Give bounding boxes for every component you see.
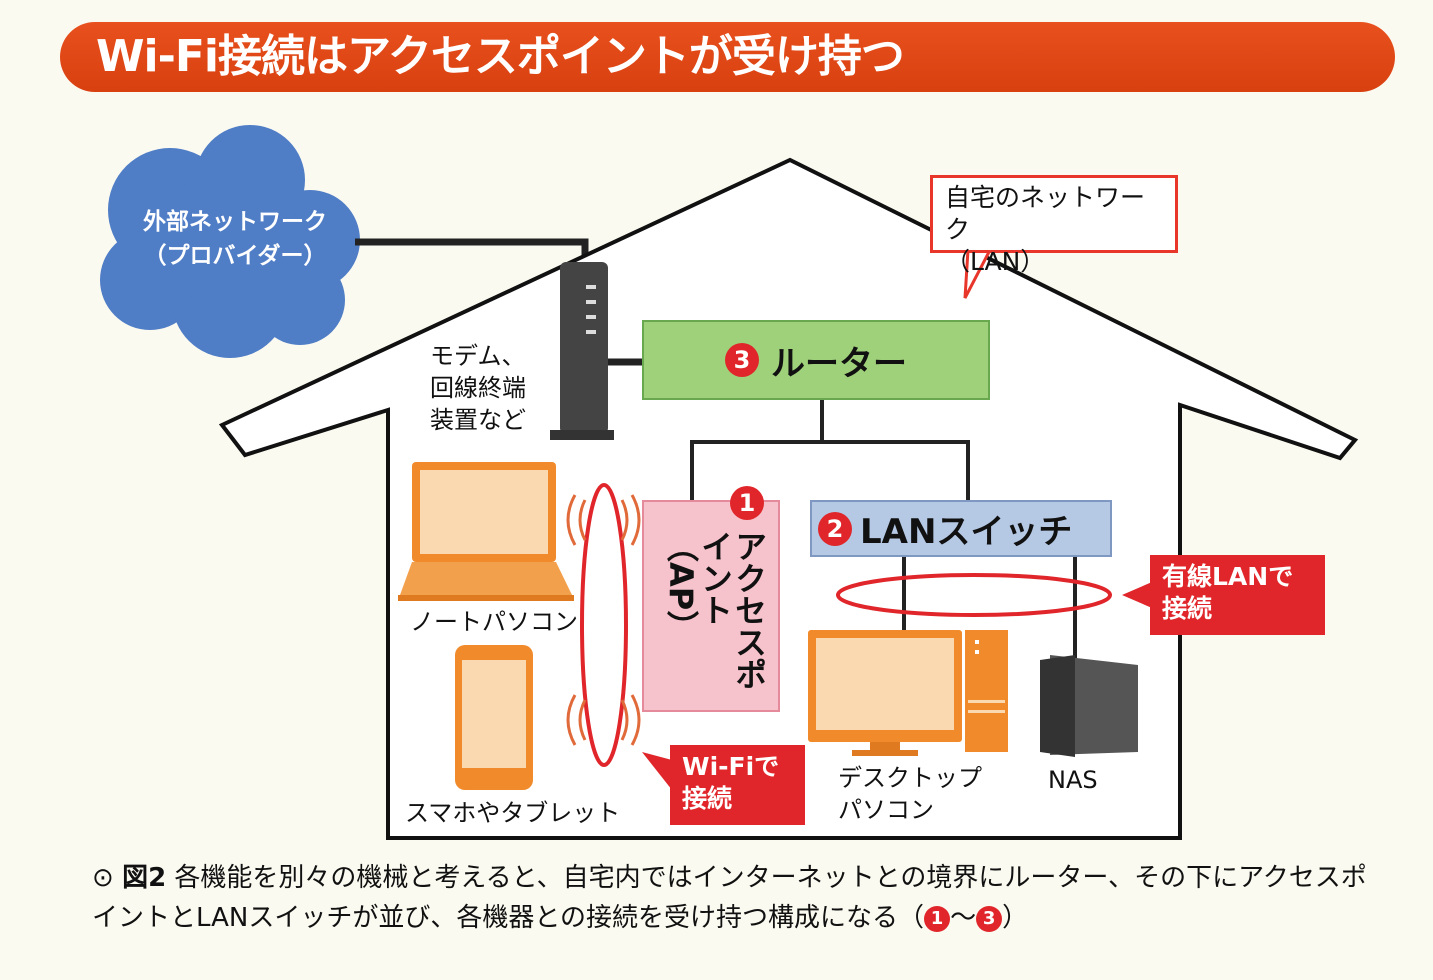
wifi-callout-line1: Wi-Fiで: [682, 752, 780, 781]
modem-label-line1: モデム、: [430, 342, 526, 370]
switch-label: LANスイッチ: [860, 512, 1073, 552]
wifi-callout: Wi-Fiで 接続: [670, 745, 805, 825]
desktop-label-line2: パソコン: [838, 796, 934, 824]
wired-callout: 有線LANで 接続: [1150, 555, 1325, 635]
cloud-line2: （プロバイダー）: [143, 243, 327, 269]
caption-text: 各機能を別々の機械と考えると、自宅内ではインターネットとの境界にルーター、その下…: [92, 863, 1367, 933]
modem-label: モデム、 回線終端 装置など: [430, 340, 526, 436]
internet-cable: [355, 238, 589, 262]
desktop-label-line1: デスクトップ: [838, 764, 982, 792]
router-label: ルーター: [771, 343, 907, 384]
modem-label-line3: 装置など: [430, 406, 526, 434]
smartphone-icon: [455, 645, 533, 790]
switch-number-badge: 2: [818, 511, 852, 546]
caption-arrow-icon: ⊙: [92, 863, 114, 893]
access-point-box: 1 アクセスポイント（AP）: [642, 486, 780, 712]
laptop-icon: [398, 462, 574, 601]
wired-callout-line2: 接続: [1162, 594, 1213, 623]
modem-label-line2: 回線終端: [430, 374, 526, 402]
ap-label: アクセスポイント（AP）: [662, 530, 768, 690]
nas-label: NAS: [1048, 766, 1098, 794]
caption-num-start: 1: [924, 905, 951, 932]
caption-range-sep: ～: [950, 903, 977, 933]
desktop-label: デスクトップ パソコン: [838, 762, 982, 826]
router-number-badge: 3: [725, 343, 759, 377]
nas-icon: [1040, 655, 1138, 757]
ap-number-badge: 1: [730, 486, 764, 520]
page-title: Wi-Fi接続はアクセスポイントが受け持つ: [60, 22, 1395, 92]
caption-close: ）: [1002, 903, 1029, 933]
phone-label: スマホやタブレット: [405, 799, 621, 827]
lan-bubble-line1: 自宅のネットワーク: [945, 183, 1146, 244]
figure-caption: ⊙ 図2 各機能を別々の機械と考えると、自宅内ではインターネットとの境界にルータ…: [92, 858, 1392, 938]
lan-switch-box: 2 LANスイッチ: [810, 500, 1112, 557]
laptop-label: ノートパソコン: [410, 608, 578, 636]
wifi-waves-icon: [566, 494, 641, 746]
figure-number: 図2: [122, 863, 167, 893]
wifi-ellipse: [580, 483, 628, 767]
lan-bubble-line2: （LAN）: [945, 247, 1046, 276]
wifi-callout-line2: 接続: [682, 784, 733, 813]
external-network-label: 外部ネットワーク （プロバイダー）: [125, 205, 345, 273]
caption-num-end: 3: [976, 905, 1003, 932]
router-box: 3 ルーター: [642, 320, 990, 400]
cloud-line1: 外部ネットワーク: [143, 209, 327, 235]
modem-icon: [550, 262, 614, 440]
cloud-icon: [100, 125, 360, 358]
house-outline: [218, 157, 1359, 840]
wired-callout-line1: 有線LANで: [1162, 562, 1294, 591]
desktop-pc-icon: [808, 630, 1008, 756]
wired-ellipse: [836, 573, 1112, 617]
lan-bubble: 自宅のネットワーク （LAN）: [930, 175, 1178, 276]
